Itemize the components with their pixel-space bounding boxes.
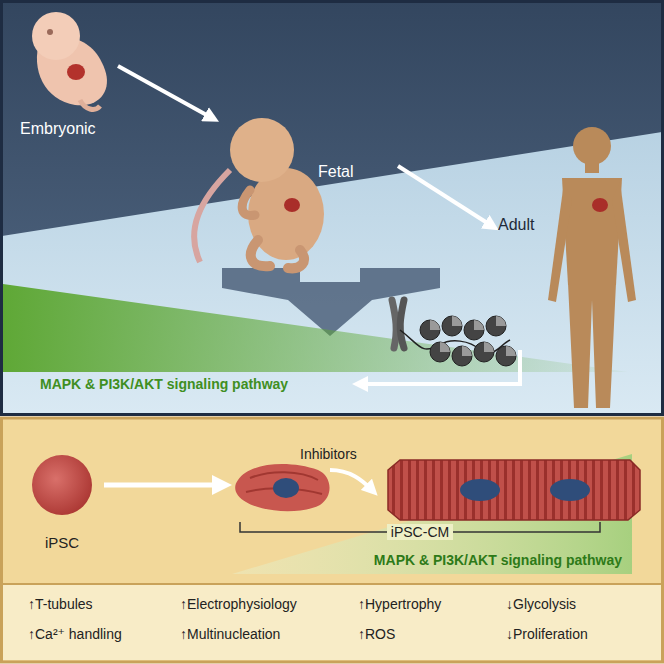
outcome-label: ↓Proliferation (506, 626, 588, 642)
fetus-figure (194, 118, 324, 268)
stage-label: Embryonic (20, 120, 96, 138)
stage-label: Fetal (318, 163, 354, 181)
outcome-label: ↑Ca²⁺ handling (28, 626, 122, 642)
outcome-label: ↑Hypertrophy (358, 596, 441, 612)
stage-label: Adult (498, 216, 534, 234)
immature-cardiomyocyte (235, 464, 329, 511)
green-gradient-wedge (3, 284, 628, 372)
panel-border (2, 2, 663, 415)
development-arrow (398, 166, 492, 226)
outcome-label: ↑Multinucleation (180, 626, 280, 642)
outcome-label: ↑Electrophysiology (180, 596, 297, 612)
cell-label: iPSC (45, 534, 79, 551)
treatment-label: Inhibitors (300, 446, 357, 462)
mature-cardiomyocyte (388, 460, 640, 520)
embryo-figure (32, 12, 107, 109)
outcome-label: ↑ROS (358, 626, 395, 642)
cell-label: iPSC-CM (387, 524, 453, 540)
top-panel (0, 0, 664, 416)
pathway-label: MAPK & PI3K/AKT signaling pathway (374, 552, 622, 568)
outcome-label: ↑T-tubules (28, 596, 93, 612)
adult-figure (548, 127, 636, 408)
differentiation-arrow (104, 483, 222, 488)
pathway-label: MAPK & PI3K/AKT signaling pathway (40, 376, 288, 392)
ipsc-cell (32, 455, 92, 515)
bottom-panel (2, 418, 663, 662)
inhibitor-arrow (330, 470, 372, 490)
development-arrow (118, 66, 212, 118)
outcome-label: ↓Glycolysis (506, 596, 576, 612)
chromatin-illustration (360, 300, 520, 384)
strip-divider (3, 583, 661, 585)
outcome-strip (3, 584, 661, 660)
light-wedge (2, 132, 662, 414)
